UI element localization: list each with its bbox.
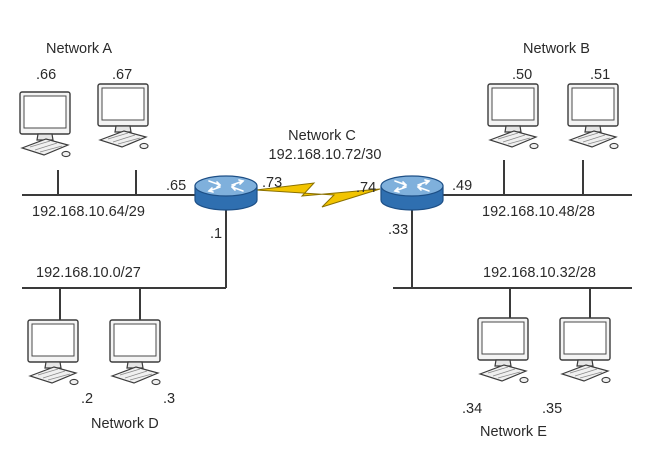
router-left-if-c: .73: [262, 175, 282, 191]
router-icon-right[interactable]: [380, 175, 444, 211]
computer-icon-network-b-50[interactable]: [487, 83, 539, 150]
router-icon-left[interactable]: [194, 175, 258, 211]
network-d-label: Network D: [91, 416, 159, 432]
router-right-if-e: .33: [388, 222, 408, 238]
router-right-if-c: .74: [356, 180, 376, 196]
host-d-3-label: .3: [163, 391, 175, 407]
network-b-label: Network B: [523, 41, 590, 57]
host-e-35-label: .35: [542, 401, 562, 417]
host-b-50-label: .50: [512, 67, 532, 83]
host-e-34-label: .34: [462, 401, 482, 417]
host-b-51-label: .51: [590, 67, 610, 83]
network-a-subnet: 192.168.10.64/29: [32, 204, 145, 220]
network-e-segment: [393, 206, 632, 318]
computer-icon-network-b-51[interactable]: [567, 83, 619, 150]
network-a-label: Network A: [46, 41, 112, 57]
lightning-bolt-icon: [255, 182, 381, 208]
host-a-66-label: .66: [36, 67, 56, 83]
router-left-if-d: .1: [210, 226, 222, 242]
network-d-subnet: 192.168.10.0/27: [36, 265, 141, 281]
host-a-67-label: .67: [112, 67, 132, 83]
network-a-segment: [22, 170, 196, 196]
computer-icon-network-d-2[interactable]: [27, 319, 79, 386]
network-e-subnet: 192.168.10.32/28: [483, 265, 596, 281]
computer-icon-network-a-66[interactable]: [19, 91, 71, 158]
network-c-subnet: 192.168.10.72/30: [269, 147, 382, 163]
network-b-subnet: 192.168.10.48/28: [482, 204, 595, 220]
computer-icon-network-e-35[interactable]: [559, 317, 611, 384]
network-b-segment: [442, 160, 632, 196]
computer-icon-network-e-34[interactable]: [477, 317, 529, 384]
router-left-if-a: .65: [166, 178, 186, 194]
host-d-2-label: .2: [81, 391, 93, 407]
router-right-if-b: .49: [452, 178, 472, 194]
computer-icon-network-a-67[interactable]: [97, 83, 149, 150]
network-e-label: Network E: [480, 424, 547, 440]
network-c-label: Network C: [288, 128, 356, 144]
network-d-segment: [22, 206, 227, 322]
computer-icon-network-d-3[interactable]: [109, 319, 161, 386]
